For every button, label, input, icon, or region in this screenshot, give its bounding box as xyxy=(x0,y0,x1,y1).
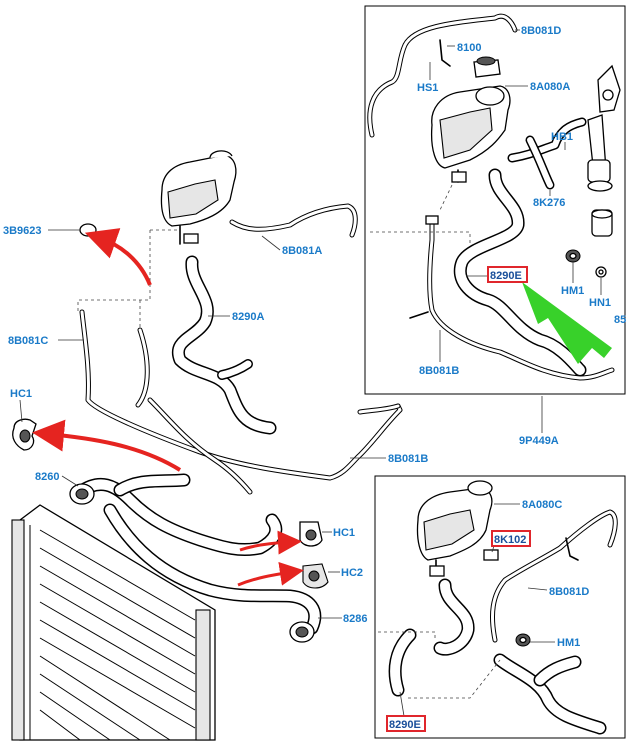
leader-8290e-bot xyxy=(399,691,405,717)
clamp-hc1-right xyxy=(299,521,323,547)
pump-assembly-top-right xyxy=(587,64,621,237)
clamp-hc1-left xyxy=(12,418,37,451)
label-8a080a: 8A080A xyxy=(530,81,570,93)
pipe-8b081a xyxy=(229,203,358,238)
label-8b081a: 8B081A xyxy=(282,245,322,257)
label-hn1: HN1 xyxy=(589,297,611,309)
clamp-hn1 xyxy=(595,266,607,278)
clamp-hc2 xyxy=(302,563,329,589)
label-8260: 8260 xyxy=(35,471,59,483)
label-8b081b-mid: 8B081B xyxy=(388,453,428,465)
clamp-hm1-bottom xyxy=(515,633,531,647)
highlight-8290e-top xyxy=(487,266,528,283)
label-hb1: HB1 xyxy=(551,131,573,143)
detail-frame-bottom xyxy=(374,475,626,739)
label-hc2: HC2 xyxy=(341,567,363,579)
ref-line-bottom-1 xyxy=(378,631,436,640)
red-arrow-2 xyxy=(32,419,182,472)
label-3b9623: 3B9623 xyxy=(3,225,42,237)
leader-8b081a xyxy=(261,235,281,251)
hose-end-8286 xyxy=(289,621,315,643)
label-8b081d-bot: 8B081D xyxy=(549,586,589,598)
leader-8260 xyxy=(61,475,79,487)
hose-8290e-bottom xyxy=(388,578,607,735)
label-hm1-bot: HM1 xyxy=(557,637,580,649)
label-hc1-left: HC1 xyxy=(10,388,32,400)
highlight-8290e-bottom xyxy=(386,715,426,732)
label-85: 85 xyxy=(614,314,626,326)
hose-8k276 xyxy=(507,117,587,190)
hose-8286 xyxy=(103,503,322,635)
label-8b081b-top: 8B081B xyxy=(419,365,459,377)
oring-3b9623 xyxy=(79,223,97,237)
hose-end-8260 xyxy=(69,483,95,505)
red-arrow-1 xyxy=(84,228,152,286)
expansion-tank-bottom xyxy=(416,480,499,577)
ref-line-top-2 xyxy=(439,184,453,211)
leader-8b081d-bot xyxy=(527,587,548,591)
leader-hc1-left xyxy=(19,399,23,423)
pipe-8b081b-top xyxy=(409,215,615,381)
label-8k102: 8K102 xyxy=(494,534,526,546)
label-8b081d-top: 8B081D xyxy=(521,25,561,37)
label-8100: 8100 xyxy=(457,42,481,54)
expansion-tank-top xyxy=(430,56,511,183)
expansion-tank-left xyxy=(160,150,237,245)
label-hc1-right: HC1 xyxy=(333,527,355,539)
label-hm1-top: HM1 xyxy=(561,285,584,297)
red-arrow-4 xyxy=(237,561,304,587)
ref-line-bottom-2 xyxy=(408,659,501,699)
label-8290a: 8290A xyxy=(232,311,264,323)
pipe-8b081d-top xyxy=(367,13,518,138)
label-9p449a: 9P449A xyxy=(519,435,559,447)
pipe-8b081d-bottom xyxy=(489,509,618,643)
hose-8290a xyxy=(171,255,277,435)
label-8a080c: 8A080C xyxy=(522,499,562,511)
red-arrow-3 xyxy=(239,530,302,555)
label-8290e-bot: 8290E xyxy=(389,719,421,731)
green-pointer-arrow xyxy=(522,282,612,364)
pipe-8b081c xyxy=(79,309,403,495)
label-8b081c: 8B081C xyxy=(8,335,48,347)
label-hs1: HS1 xyxy=(417,82,438,94)
hose-8290e-top xyxy=(453,168,587,377)
detail-frame-top xyxy=(364,5,626,395)
radiator xyxy=(11,504,216,741)
label-8290e-top: 8290E xyxy=(490,270,522,282)
hose-8260 xyxy=(73,473,283,557)
ref-line-top-1 xyxy=(370,231,471,245)
highlight-8k102 xyxy=(491,530,531,547)
label-8286: 8286 xyxy=(343,613,367,625)
label-8k276: 8K276 xyxy=(533,197,565,209)
clamp-hm1-top xyxy=(565,249,581,263)
